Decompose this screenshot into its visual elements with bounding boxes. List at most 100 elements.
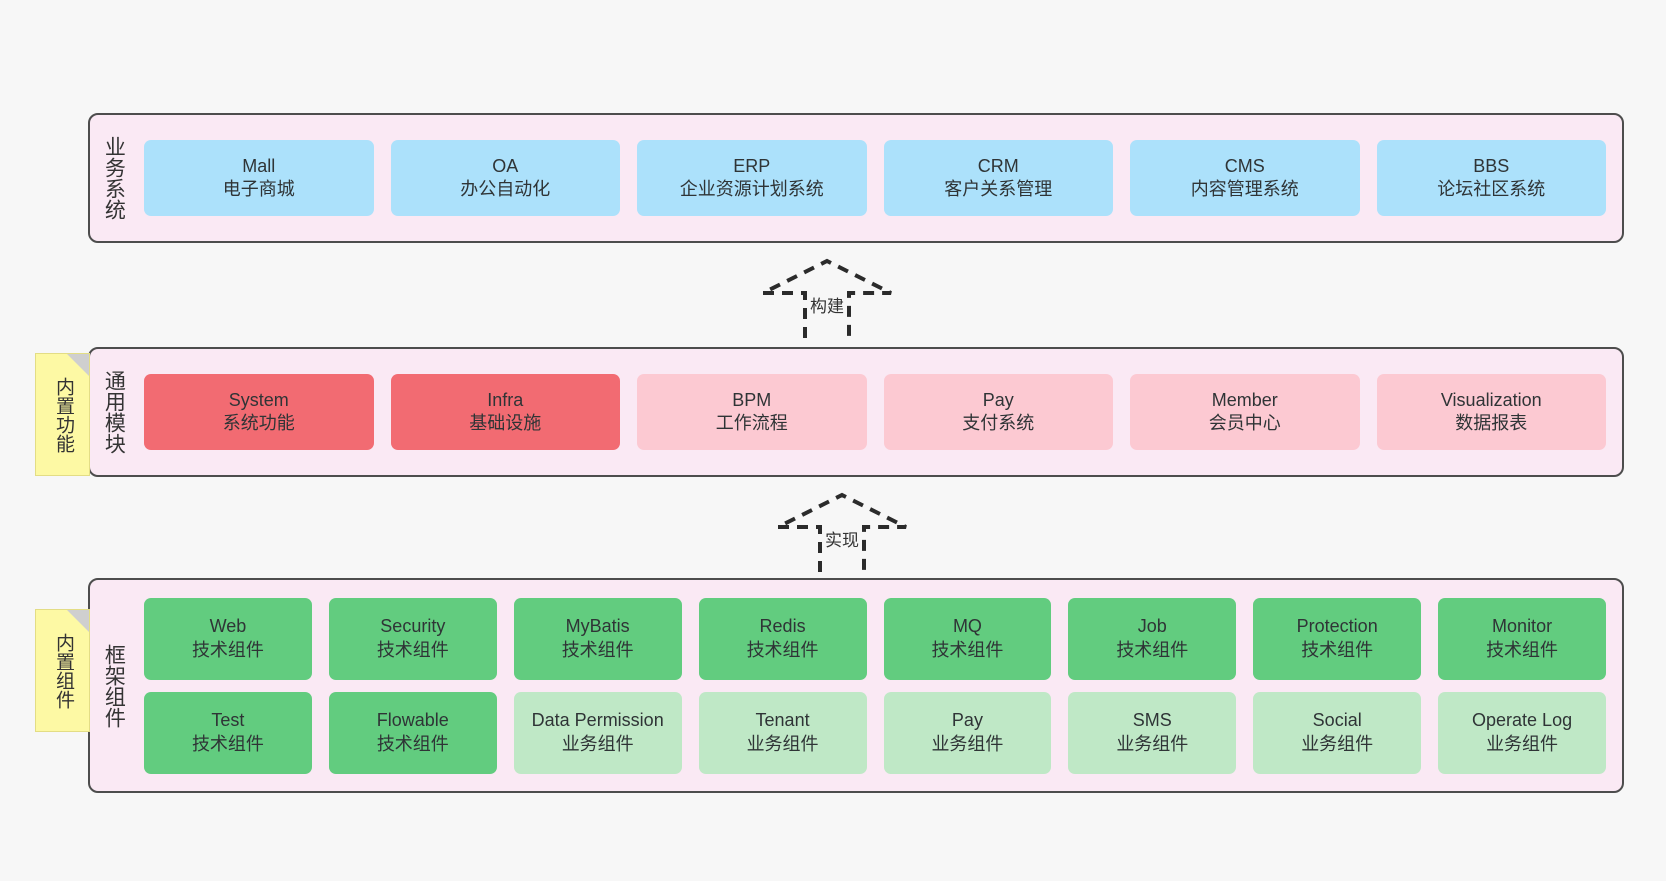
cell-oa[interactable]: OA 办公自动化 [390,140,620,216]
cell-en-label: Tenant [755,710,810,731]
cell-cn-label: 技术组件 [1301,639,1374,660]
cell-social[interactable]: Social 业务组件 [1253,691,1422,774]
cell-pay-business[interactable]: Pay 业务组件 [883,691,1052,774]
cell-flowable[interactable]: Flowable 技术组件 [328,691,497,774]
connector-implement: 实现 [772,492,912,577]
layer-cells-framework-component: Web 技术组件 Security 技术组件 MyBatis 技术组件 Redi… [136,580,1622,791]
cell-cn-label: 企业资源计划系统 [679,179,824,199]
cell-cms[interactable]: CMS 内容管理系统 [1130,140,1360,216]
cell-cn-label: 业务组件 [561,733,634,754]
cell-en-label: Test [211,710,245,731]
cell-mybatis[interactable]: MyBatis 技术组件 [513,597,682,680]
note-fold-corner [67,610,89,632]
cell-operate-log[interactable]: Operate Log 业务组件 [1438,691,1606,774]
cell-cn-label: 技术组件 [1116,639,1189,660]
cell-bpm[interactable]: BPM 工作流程 [637,374,867,450]
connector-build: 构建 [757,258,897,343]
cell-cn-label: 业务组件 [1116,733,1189,754]
cell-cn-label: 客户关系管理 [944,179,1053,199]
connector-build-label: 构建 [808,292,846,317]
cell-cn-label: 系统功能 [222,413,295,433]
layer-title-business-system: 业务系统 [102,136,126,220]
layer-business-system[interactable]: 业务系统 Mall 电子商城 OA 办公自动化 ERP 企业资源计划系统 CRM… [88,113,1624,243]
cell-web[interactable]: Web 技术组件 [144,597,312,680]
cell-en-label: Social [1312,710,1362,731]
layer-title-framework-component: 框架组件 [102,643,126,728]
cell-data-permission[interactable]: Data Permission 业务组件 [513,691,682,774]
cell-en-label: System [228,389,289,410]
cell-mq[interactable]: MQ 技术组件 [883,597,1052,680]
cell-protection[interactable]: Protection 技术组件 [1253,597,1422,680]
cell-en-label: Job [1137,616,1167,637]
cell-cn-label: 技术组件 [191,733,264,754]
cell-en-label: BBS [1473,155,1510,176]
cell-cn-label: 论坛社区系统 [1437,179,1546,199]
row: System 系统功能 Infra 基础设施 BPM 工作流程 Pay 支付系统… [144,374,1606,450]
cell-en-label: Security [380,616,446,637]
cell-cn-label: 技术组件 [931,639,1004,660]
cell-en-label: CMS [1224,155,1265,176]
cell-cn-label: 会员中心 [1208,413,1281,433]
cell-bbs[interactable]: BBS 论坛社区系统 [1376,140,1606,216]
layer-common-module[interactable]: 通用模块 System 系统功能 Infra 基础设施 BPM 工作流程 Pay… [88,347,1624,477]
cell-infra[interactable]: Infra 基础设施 [390,374,620,450]
cell-en-label: ERP [733,155,771,176]
cell-sms[interactable]: SMS 业务组件 [1068,691,1237,774]
cell-member[interactable]: Member 会员中心 [1130,374,1360,450]
row: Test 技术组件 Flowable 技术组件 Data Permission … [144,691,1606,774]
note-label: 内置功能 [52,376,74,453]
cell-pay[interactable]: Pay 支付系统 [883,374,1113,450]
cell-tenant[interactable]: Tenant 业务组件 [698,691,867,774]
cell-en-label: Pay [951,710,983,731]
cell-en-label: Data Permission [531,710,664,731]
cell-en-label: Operate Log [1472,710,1573,731]
cell-en-label: Monitor [1492,616,1553,637]
cell-job[interactable]: Job 技术组件 [1068,597,1237,680]
layer-cells-common-module: System 系统功能 Infra 基础设施 BPM 工作流程 Pay 支付系统… [136,349,1622,475]
row: Web 技术组件 Security 技术组件 MyBatis 技术组件 Redi… [144,597,1606,680]
cell-cn-label: 业务组件 [931,733,1004,754]
cell-cn-label: 技术组件 [376,639,449,660]
cell-en-label: SMS [1132,710,1172,731]
cell-en-label: MQ [952,616,982,637]
layer-title-common-module: 通用模块 [102,370,126,454]
cell-cn-label: 技术组件 [1486,639,1559,660]
cell-en-label: Flowable [376,710,449,731]
cell-en-label: Protection [1296,616,1378,637]
cell-mall[interactable]: Mall 电子商城 [144,140,374,216]
cell-cn-label: 基础设施 [469,413,542,433]
cell-test[interactable]: Test 技术组件 [144,691,312,774]
cell-cn-label: 技术组件 [746,639,819,660]
cell-en-label: Visualization [1440,389,1542,410]
cell-en-label: Infra [487,389,524,410]
cell-en-label: Pay [982,389,1014,410]
cell-monitor[interactable]: Monitor 技术组件 [1438,597,1606,680]
cell-system[interactable]: System 系统功能 [144,374,374,450]
note-fold-corner [67,354,89,376]
cell-en-label: Redis [759,616,806,637]
cell-en-label: OA [492,155,519,176]
cell-cn-label: 支付系统 [962,413,1035,433]
cell-cn-label: 技术组件 [191,639,264,660]
layer-framework-component[interactable]: 框架组件 Web 技术组件 Security 技术组件 MyBatis 技术组件… [88,578,1624,793]
cell-redis[interactable]: Redis 技术组件 [698,597,867,680]
cell-cn-label: 数据报表 [1455,413,1528,433]
cell-cn-label: 内容管理系统 [1190,179,1299,199]
connector-implement-label: 实现 [823,526,861,551]
cell-cn-label: 工作流程 [715,413,788,433]
cell-cn-label: 业务组件 [1301,733,1374,754]
cell-en-label: Web [209,616,247,637]
cell-cn-label: 技术组件 [376,733,449,754]
cell-en-label: Mall [242,155,276,176]
cell-security[interactable]: Security 技术组件 [328,597,497,680]
cell-en-label: MyBatis [565,616,630,637]
cell-en-label: BPM [732,389,772,410]
cell-visualization[interactable]: Visualization 数据报表 [1376,374,1606,450]
cell-erp[interactable]: ERP 企业资源计划系统 [637,140,867,216]
cell-en-label: CRM [977,155,1019,176]
cell-cn-label: 业务组件 [1486,733,1559,754]
note-builtin-function: 内置功能 [35,353,90,476]
note-builtin-component: 内置组件 [35,609,90,732]
cell-crm[interactable]: CRM 客户关系管理 [883,140,1113,216]
